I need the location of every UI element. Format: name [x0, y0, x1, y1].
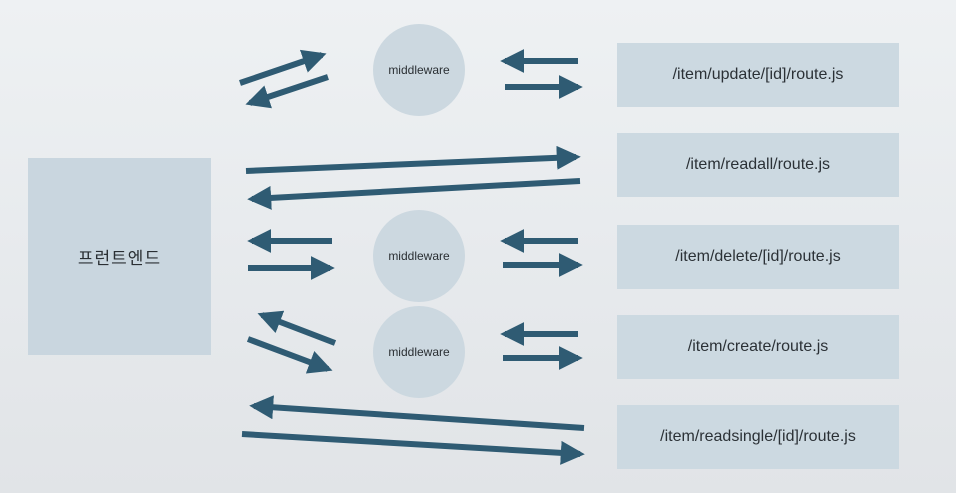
route-label-update: /item/update/[id]/route.js: [672, 66, 844, 83]
arrow-fe-to-mw1: [239, 49, 327, 86]
route-label-delete: /item/delete/[id]/route.js: [675, 248, 841, 265]
route-box-readall: /item/readall/route.js: [617, 133, 899, 197]
route-box-update: /item/update/[id]/route.js: [617, 43, 899, 107]
arrow-fe-to-mw3: [246, 336, 333, 374]
middleware-circle-1: middleware: [373, 24, 465, 116]
arrow-fe-to-route-readall: [245, 145, 581, 174]
middleware-circle-2: middleware: [373, 210, 465, 302]
frontend-box: 프런트엔드: [28, 158, 211, 355]
middleware-circle-3: middleware: [373, 306, 465, 398]
middleware-label-3: middleware: [388, 345, 450, 359]
route-label-readall: /item/readall/route.js: [685, 156, 831, 173]
middleware-label-1: middleware: [388, 63, 450, 77]
middleware-label-2: middleware: [388, 249, 450, 263]
arrow-mw3-to-fe: [257, 310, 337, 346]
arrow-route-readsingle-to-fe: [249, 395, 585, 431]
route-box-delete: /item/delete/[id]/route.js: [617, 225, 899, 289]
arrow-route-readall-to-fe: [247, 178, 581, 210]
arrow-fe-to-route-readsingle: [241, 431, 585, 465]
frontend-label: 프런트엔드: [77, 249, 162, 269]
route-label-create: /item/create/route.js: [687, 338, 829, 355]
route-box-create: /item/create/route.js: [617, 315, 899, 379]
route-box-readsingle: /item/readsingle/[id]/route.js: [617, 405, 899, 469]
route-label-readsingle: /item/readsingle/[id]/route.js: [660, 428, 856, 445]
arrow-mw1-to-fe: [245, 74, 329, 109]
